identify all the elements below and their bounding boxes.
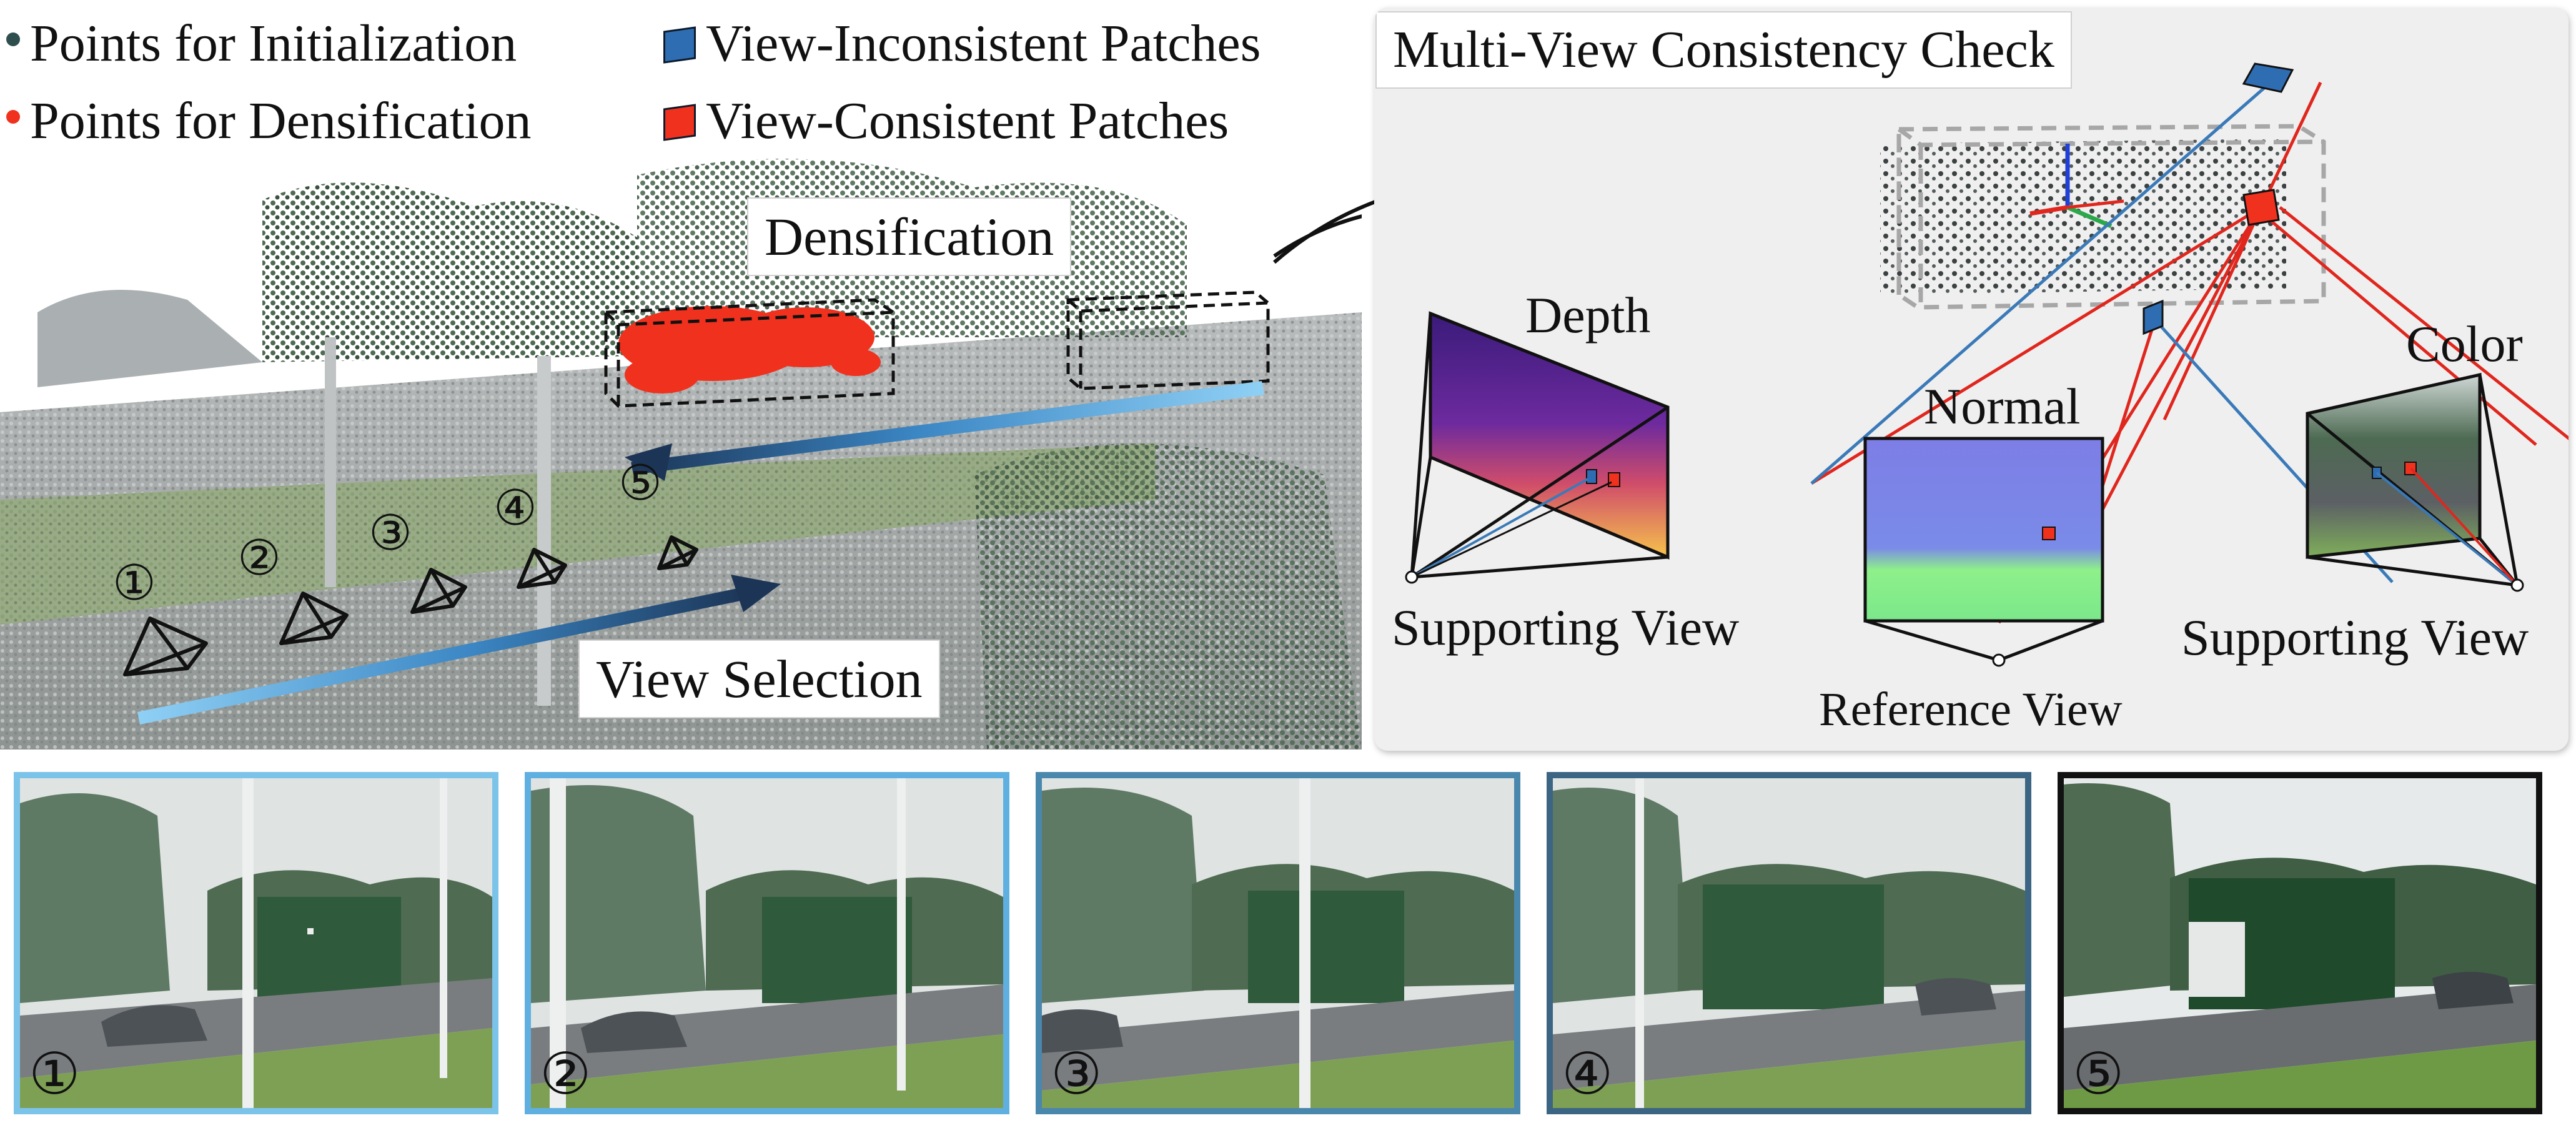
supporting-view-left-label: Supporting View (1392, 599, 1740, 656)
legend-inconsistent-patches: View-Inconsistent Patches (706, 14, 1261, 72)
consistency-diagram (1405, 62, 2569, 667)
frame-4-number: ④ (1562, 1042, 1613, 1106)
legend-consistent-patches: View-Consistent Patches (706, 92, 1229, 150)
color-view (2306, 372, 2524, 592)
consistency-check-panel: Multi-View Consistency Check Depth Norma… (1374, 7, 2569, 751)
frame-1-image (20, 778, 492, 1108)
inconsistent-patch-marker (663, 26, 696, 64)
view-selection-arrow (137, 575, 781, 725)
color-label: Color (2406, 315, 2523, 372)
frame-3-image (1042, 778, 1514, 1108)
consistent-patch-marker (663, 104, 696, 141)
frame-5: ⑤ (2058, 772, 2542, 1114)
inconsistent-patch-mid (2143, 299, 2164, 335)
frame-2-number: ② (540, 1042, 592, 1106)
reference-view-label: Reference View (1819, 683, 2123, 736)
view-selection-label: View Selection (578, 640, 940, 718)
camera-3 (410, 568, 467, 614)
frame-2: ② (525, 772, 1009, 1114)
legend-dense-points: Points for Densification (30, 92, 532, 150)
frame-1: ① (14, 772, 498, 1114)
point-cloud-scene: ① ② ③ ④ ⑤ (0, 150, 1362, 750)
frame-2-image (531, 778, 1003, 1108)
consistent-patch-main (2242, 189, 2280, 226)
frame-3-number: ③ (1051, 1042, 1102, 1106)
camera-5 (657, 535, 698, 570)
supporting-view-right-label: Supporting View (2181, 609, 2529, 666)
normal-view (1863, 437, 2104, 667)
init-point-marker (6, 32, 20, 46)
densification-points (618, 306, 881, 393)
camera-1 (123, 616, 208, 676)
normal-label: Normal (1924, 378, 2081, 435)
densification-arrow (625, 381, 1264, 481)
frame-5-number: ⑤ (2073, 1042, 2124, 1106)
frame-3: ③ (1036, 772, 1520, 1114)
inconsistent-patch-top (2242, 62, 2294, 93)
point-cloud-panel: ① ② ③ ④ ⑤ Densification View Selection (0, 150, 1362, 750)
consistency-check-title: Multi-View Consistency Check (1375, 11, 2072, 89)
dense-point-marker (6, 110, 20, 124)
densification-label: Densification (747, 197, 1072, 276)
legend-init-points: Points for Initialization (30, 14, 517, 72)
camera-number-5: ⑤ (618, 456, 662, 510)
frame-1-number: ① (29, 1042, 81, 1106)
frame-4-image (1553, 778, 2025, 1108)
depth-label: Depth (1525, 287, 1651, 344)
camera-2 (279, 591, 349, 645)
camera-number-2: ② (237, 531, 281, 585)
frame-4: ④ (1547, 772, 2031, 1114)
frame-5-image (2064, 778, 2536, 1108)
depth-view (1405, 311, 1670, 584)
camera-4 (517, 548, 567, 589)
camera-number-4: ④ (493, 481, 537, 535)
camera-number-1: ① (112, 556, 156, 610)
camera-number-3: ③ (369, 506, 412, 560)
